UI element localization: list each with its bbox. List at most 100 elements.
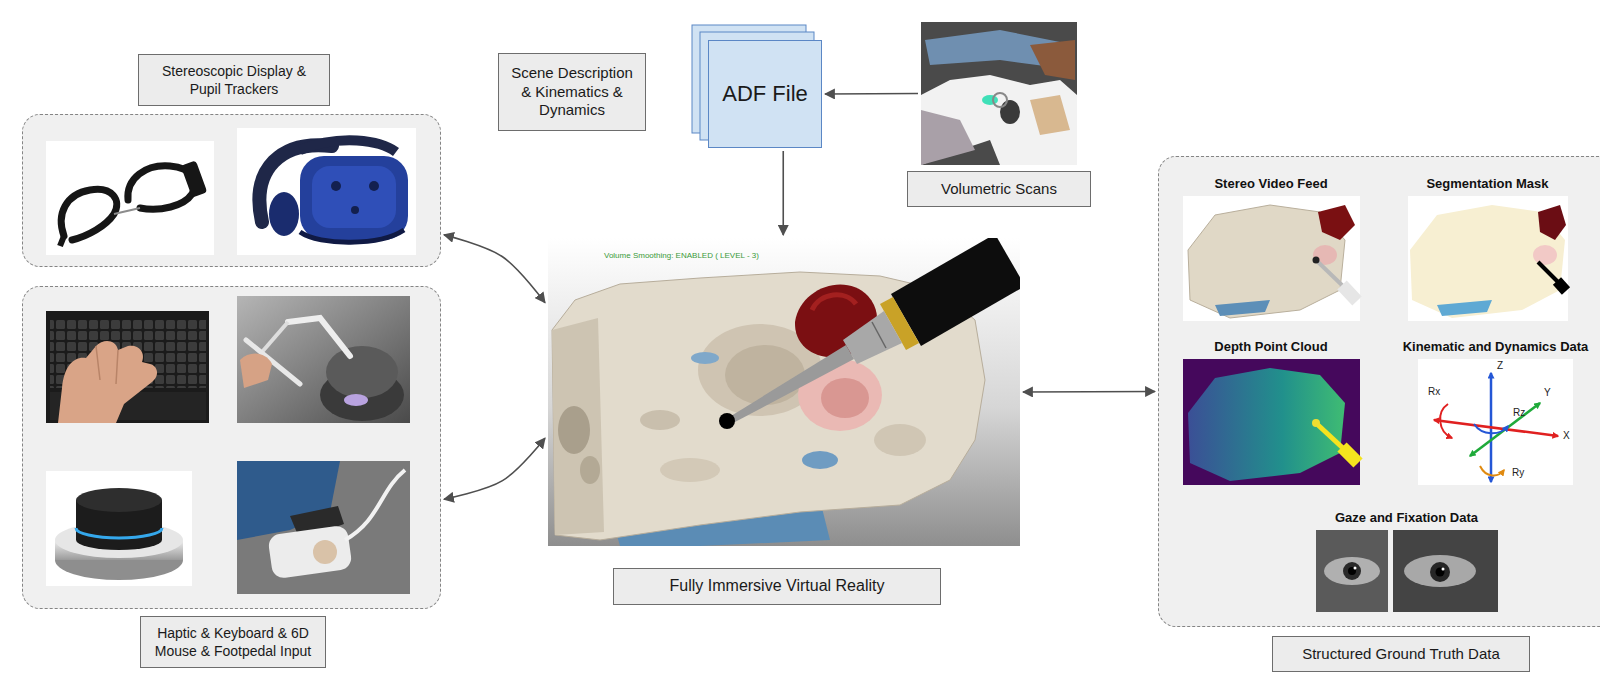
volumetric-scan-image [1030,40,1075,80]
stereo-video-thumbnail [1183,196,1360,321]
pupil-tracker-photo [114,208,140,214]
segmentation-thumbnail [1408,196,1568,321]
group-background [22,114,1600,627]
spacemouse-photo [76,488,162,512]
heading-box: Stereoscopic Display & Pupil Trackers [138,54,330,106]
eye-camera-images [1348,567,1356,575]
volumetric-scan-image [993,93,1007,107]
vr-scene-render [731,345,854,422]
stereo-video-thumbnail [1313,257,1320,264]
depth-thumbnail [1183,359,1360,485]
spacemouse-photo [76,530,162,550]
stereo-video-thumbnail [1183,196,1360,321]
vr-headset-photo [331,181,341,191]
footpedal-photo [313,540,337,564]
vr-scene-render [802,451,838,469]
connector-layer [444,94,1155,500]
vr-headset-photo [237,128,416,255]
axes-illustration [1418,359,1573,485]
haptic-device-photo [240,354,272,388]
vr-scene-render [719,413,735,429]
vr-scene-render [580,456,600,484]
vr-headset-photo [269,192,299,236]
panel-title: Stereo Video Feed [1183,176,1360,191]
volumetric-scan-image [921,110,975,165]
vr-scene-render [548,238,1020,546]
group-heading: Structured Ground Truth Data [1283,644,1519,664]
keyboard-photo [46,311,209,423]
description-box: Scene Description & Kinematics & Dynamic… [498,53,646,131]
volumetric-scan-image [1000,100,1020,124]
heading-box: Haptic & Keyboard & 6D Mouse & Footpedal… [140,616,326,668]
eye-camera-images [1404,555,1476,587]
vr-scene-render [640,410,680,430]
connector-arrow [1023,391,1155,393]
box-label: Scene Description & Kinematics & Dynamic… [507,64,637,120]
pupil-tracker-photo [46,141,214,255]
footpedal-photo [237,461,410,594]
image-caption: Volumetric Scans [918,179,1080,199]
stereo-video-thumbnail [1318,262,1345,288]
vr-scene: Fully Immersive Virtual Reality [548,238,1020,546]
segmentation-thumbnail [1557,281,1566,291]
axis-label: X [1563,430,1570,441]
volumetric-scan-image [921,22,1077,165]
volumetric-scan-image [921,75,1077,165]
footpedal-photo [237,461,410,594]
file-box: ADF File [708,40,822,148]
pupil-tracker-photo [61,189,116,240]
panel-title: Depth Point Cloud [1183,339,1360,354]
stereo-video-thumbnail [1215,300,1270,316]
stereo-video-thumbnail [1313,245,1337,265]
segmentation-thumbnail [1437,300,1492,316]
depth-thumbnail [1342,447,1358,463]
spacemouse-photo [46,471,192,586]
spacemouse-photo [76,528,162,538]
data-panel: Kinematic and Dynamics Data [1400,339,1592,485]
eye-camera-images [1316,530,1388,612]
haptic-device-photo [237,296,410,423]
volumetric-scan-image [921,22,1077,165]
vr-headset-photo [300,156,408,240]
group-background [1158,156,1600,627]
heading-box: Structured Ground Truth Data [1272,636,1530,672]
axis-label: Z [1497,360,1503,371]
depth-thumbnail [1312,419,1320,427]
vr-headset-photo [237,128,416,255]
eye-camera-images [1442,568,1445,571]
vr-scene-render [552,318,604,535]
vr-scene-render [821,378,869,418]
axis-label: Rx [1428,386,1440,397]
depth-thumbnail [1318,425,1345,450]
axis-label: Rz [1513,407,1525,418]
haptic-device-photo [288,318,350,356]
panel-title: Kinematic and Dynamics Data [1400,339,1592,354]
footpedal-photo [345,470,405,540]
group-background [22,114,441,267]
group-background [22,286,441,609]
pupil-tracker-photo [60,236,64,246]
spacemouse-photo [46,471,192,586]
axes-illustration [1480,466,1504,476]
pupil-tracker-photo [181,160,208,197]
vr-scene-render [691,352,719,364]
axis-label: Ry [1512,467,1524,478]
segmentation-thumbnail [1538,262,1560,284]
data-panel: Stereo Video Feed [1183,176,1360,321]
keyboard-photo [58,341,157,423]
vr-scene-render [660,458,720,482]
depth-thumbnail [1183,359,1360,485]
pupil-tracker-photo [46,141,214,255]
connector-arrow [444,438,545,499]
input-device-group: Haptic & Keyboard & 6D Mouse & Footpedal… [22,286,441,609]
eye-camera-images [1324,557,1380,585]
data-panel: Segmentation Mask [1408,176,1568,321]
segmentation-thumbnail [1410,205,1565,318]
data-panel: Gaze and Fixation Data [1308,510,1506,612]
axis-label: Y [1544,387,1551,398]
status-text: Volume Smoothing: ENABLED ( LEVEL - 3) [604,252,759,261]
haptic-device-photo [344,394,368,406]
vr-headset-photo [300,140,396,152]
depth-thumbnail [1188,368,1345,481]
